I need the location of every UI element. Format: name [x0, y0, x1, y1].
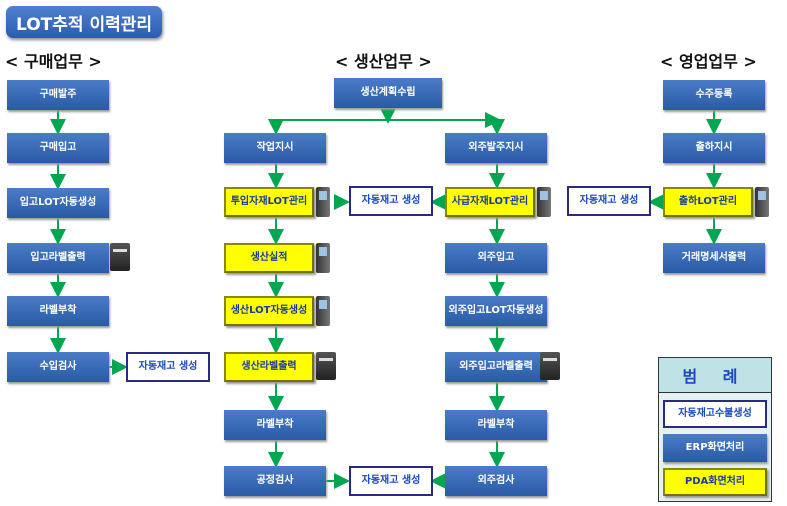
label-attach[interactable]: 라벨부착 [7, 296, 109, 326]
pda-device-icon [316, 296, 330, 326]
page-title: LOT추적 이력관리 [6, 6, 162, 38]
pda-device-icon [316, 243, 330, 273]
auto-stock-box: 자동재고 생성 [126, 352, 210, 382]
outsourcing-order[interactable]: 외주발주지시 [445, 133, 547, 163]
incoming-inspection[interactable]: 수입검사 [7, 352, 109, 382]
printer-icon [316, 352, 336, 380]
input-material-lot[interactable]: 투입자재LOT관리 [224, 187, 314, 217]
legend: 범 례 자동재고수불생성 ERP화면처리 PDA화면처리 [658, 357, 772, 502]
sales-header: < 영업업무 > [660, 52, 757, 71]
pda-device-icon [316, 187, 330, 217]
sales-order[interactable]: 수주등록 [663, 80, 765, 110]
legend-erp: ERP화면처리 [663, 434, 767, 462]
process-inspection[interactable]: 공정검사 [224, 466, 326, 496]
legend-title: 범 례 [659, 358, 771, 393]
label-attach[interactable]: 라벨부착 [445, 410, 547, 440]
purchase-receipt[interactable]: 구매입고 [7, 133, 109, 163]
supplied-material-lot[interactable]: 사급자재LOT관리 [445, 187, 535, 217]
production-header: < 생산업무 > [335, 52, 432, 71]
pda-device-icon [537, 187, 551, 217]
auto-stock-box: 자동재고 생성 [349, 186, 433, 216]
outsourcing-receipt[interactable]: 외주입고 [445, 243, 547, 273]
auto-stock-box: 자동재고 생성 [567, 186, 651, 216]
invoice-print[interactable]: 거래명세서출력 [663, 243, 765, 273]
production-lot-auto[interactable]: 생산LOT자동생성 [224, 296, 314, 326]
receipt-lot-auto[interactable]: 입고LOT자동생성 [7, 188, 109, 218]
pda-device-icon [755, 187, 769, 217]
shipping-order[interactable]: 출하지시 [663, 133, 765, 163]
legend-auto: 자동재고수불생성 [663, 400, 767, 428]
printer-icon [540, 352, 560, 380]
purchase-order[interactable]: 구매발주 [7, 80, 109, 110]
production-plan[interactable]: 생산계획수립 [334, 78, 442, 108]
shipping-lot[interactable]: 출하LOT관리 [663, 187, 753, 217]
work-order[interactable]: 작업지시 [224, 133, 326, 163]
purchase-header: < 구매업무 > [5, 52, 102, 71]
outsourcing-label-print[interactable]: 외주입고라벨출력 [445, 352, 547, 382]
receipt-label-print[interactable]: 입고라벨출력 [7, 243, 109, 273]
legend-pda: PDA화면처리 [663, 468, 767, 496]
outsourcing-inspection[interactable]: 외주검사 [445, 466, 547, 496]
outsourcing-lot-auto[interactable]: 외주입고LOT자동생성 [445, 296, 547, 326]
auto-stock-box: 자동재고 생성 [349, 466, 433, 496]
label-attach[interactable]: 라벨부착 [224, 410, 326, 440]
production-label-print[interactable]: 생산라벨출력 [224, 352, 314, 382]
printer-icon [110, 243, 130, 271]
production-result[interactable]: 생산실적 [224, 243, 314, 273]
